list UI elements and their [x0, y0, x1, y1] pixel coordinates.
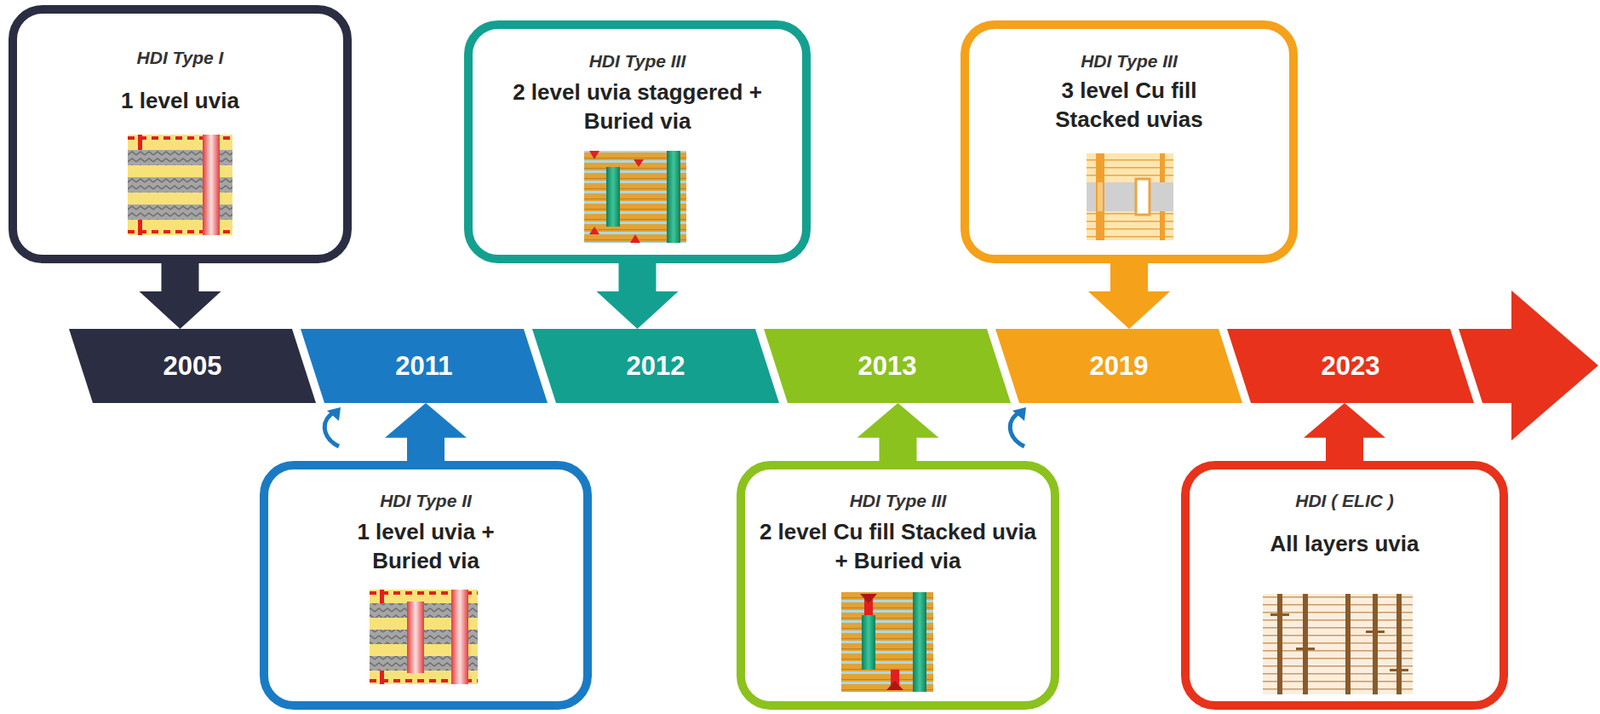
type-heading: HDI ( ELIC ) [1295, 490, 1394, 511]
callout-box: HDI ( ELIC ) All layers uvia [1181, 460, 1509, 710]
type-heading: HDI Type III [589, 51, 687, 72]
callout-text: HDI Type III 2 level Cu fill Stacked uvia… [745, 490, 1051, 576]
cross-section [127, 134, 233, 236]
block-arrow [857, 402, 940, 465]
type-heading: HDI Type III [849, 490, 947, 511]
cross-section [1262, 593, 1413, 694]
cross-section [1086, 153, 1174, 241]
timeline-segment: 2023 [1227, 328, 1474, 403]
callout-box: HDI Type III 2 level Cu fill Stacked uvia… [736, 460, 1060, 710]
callout-box: HDI Type III 3 level Cu fill Stacked uvia… [960, 20, 1298, 264]
timeline-segment: 2005 [68, 328, 316, 403]
via-description: All layers uvia [1270, 529, 1420, 559]
timeline-segment: 2019 [995, 328, 1243, 403]
year-label: 2013 [858, 350, 918, 382]
callout-text: HDI Type III 2 level uvia staggered + Bur… [472, 51, 803, 137]
year-label: 2005 [163, 350, 223, 382]
via-description: 2 level Cu fill Stacked uvia + Buried vi… [757, 517, 1039, 576]
year-label: 2023 [1321, 350, 1381, 382]
callout-text: HDI Type I 1 level uvia [17, 47, 344, 116]
block-arrow [1303, 402, 1386, 465]
block-arrow [1088, 259, 1170, 329]
via-description: 3 level Cu fill Stacked uvias [1018, 76, 1240, 135]
type-heading: HDI Type I [137, 47, 224, 69]
year-label: 2011 [395, 350, 453, 382]
block-arrow [139, 259, 222, 329]
cross-section [841, 591, 934, 692]
callout-box: HDI Type III 2 level uvia staggered + Bur… [464, 20, 811, 264]
timeline-segment: 2011 [300, 328, 548, 403]
block-arrow [384, 402, 467, 465]
timeline-segment: 2012 [532, 328, 780, 403]
cross-section [369, 589, 478, 684]
via-description: 1 level uvia + Buried via [327, 517, 524, 576]
block-arrow [596, 259, 679, 329]
type-heading: HDI Type III [1080, 51, 1178, 72]
callout-box: HDI Type I 1 level uvia [8, 5, 352, 264]
callout-text: HDI Type III 3 level Cu fill Stacked uvia… [969, 51, 1290, 135]
year-label: 2012 [626, 350, 686, 382]
type-heading: HDI Type II [379, 490, 472, 511]
timeline-segment: 2013 [763, 328, 1011, 403]
cross-section [584, 150, 687, 243]
via-description: 2 level uvia staggered + Buried via [493, 78, 783, 137]
via-description: 1 level uvia [120, 86, 240, 116]
callout-text: HDI Type II 1 level uvia + Buried via [268, 490, 584, 576]
callout-box: HDI Type II 1 level uvia + Buried via [259, 460, 592, 710]
timeline-arrowhead [1458, 290, 1599, 441]
callout-text: HDI ( ELIC ) All layers uvia [1189, 490, 1500, 559]
year-label: 2019 [1089, 350, 1149, 382]
